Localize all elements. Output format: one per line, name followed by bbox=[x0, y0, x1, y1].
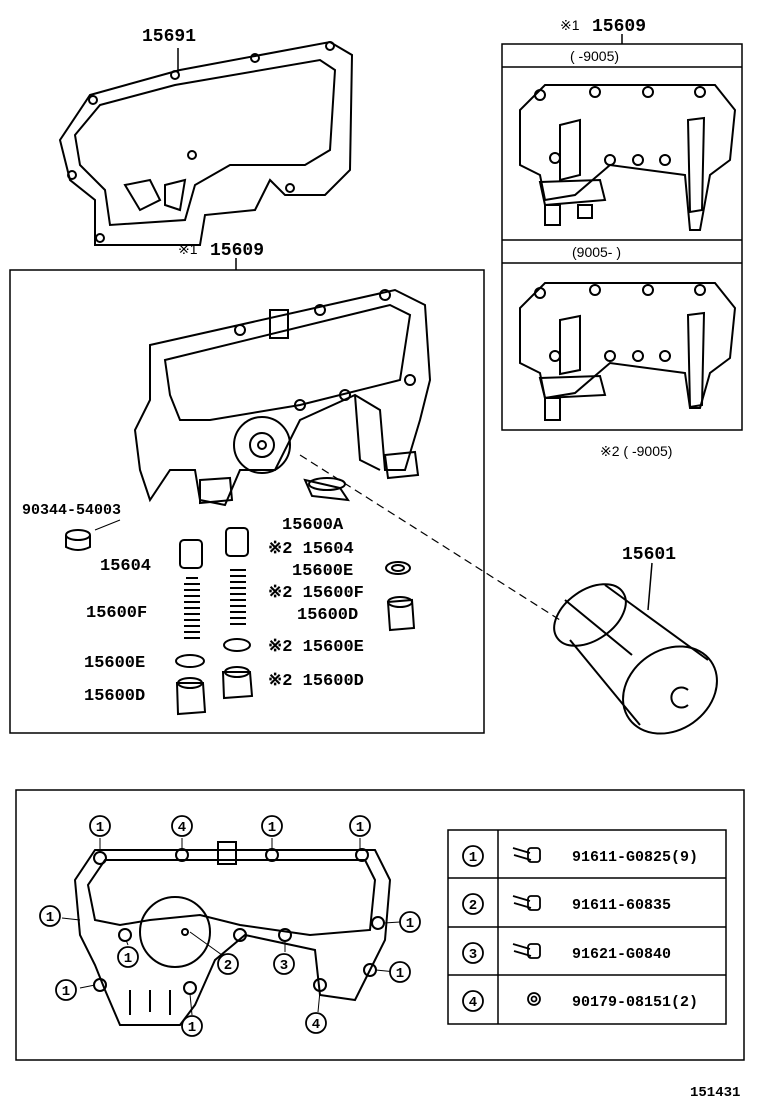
legend-part-4: 90179-08151(2) bbox=[572, 994, 698, 1011]
main-title-partno: 15609 bbox=[210, 241, 264, 261]
callout-3: 3 bbox=[280, 958, 288, 974]
plug-15600d-right bbox=[386, 596, 416, 632]
label-15691: 15691 bbox=[142, 27, 196, 47]
bolt-legend-table bbox=[447, 829, 727, 1025]
right-parts-stack bbox=[221, 527, 254, 700]
callout-2: 2 bbox=[224, 958, 232, 974]
label-15600d-top: 15600D bbox=[297, 606, 358, 625]
plug-90344-54003 bbox=[65, 529, 91, 551]
bolt-icon-3 bbox=[512, 943, 541, 959]
bolt-layout-frame bbox=[15, 789, 745, 1061]
callout-1e: 1 bbox=[406, 916, 414, 932]
legend-part-1: 91611-G0825(9) bbox=[572, 849, 698, 866]
callout-1b: 1 bbox=[268, 820, 276, 836]
nut-icon-4 bbox=[527, 992, 541, 1006]
variant-title-partno: 15609 bbox=[592, 17, 646, 37]
callout-1d: 1 bbox=[46, 910, 54, 926]
legend-part-3: 91621-G0840 bbox=[572, 946, 671, 963]
gasket-15691 bbox=[58, 40, 354, 246]
legend-key-2: 2 bbox=[469, 898, 477, 914]
figure-number: 151431 bbox=[690, 1085, 740, 1101]
label-90344-54003: 90344-54003 bbox=[22, 502, 121, 519]
label-15600d-left: 15600D bbox=[84, 687, 145, 706]
bolt-icon-2 bbox=[512, 895, 541, 911]
washer-15600e-right bbox=[385, 561, 411, 575]
callout-1a: 1 bbox=[96, 820, 104, 836]
oil-pump-body bbox=[133, 288, 432, 507]
main-box-frame bbox=[9, 269, 485, 734]
label-15600f-left: 15600F bbox=[86, 604, 147, 623]
legend-key-3: 3 bbox=[469, 947, 477, 963]
callout-1c: 1 bbox=[356, 820, 364, 836]
left-parts-stack bbox=[175, 539, 207, 716]
variant-note: ※2 ( -9005) bbox=[600, 443, 672, 459]
legend-part-2: 91611-60835 bbox=[572, 897, 671, 914]
label-15600f-right: ※2 15600F bbox=[268, 584, 364, 603]
variant-a-gasket bbox=[519, 84, 737, 231]
variant-b-label: (9005- ) bbox=[572, 244, 621, 260]
label-15604-right: ※2 15604 bbox=[268, 540, 354, 559]
label-15600e-top: 15600E bbox=[292, 562, 353, 581]
label-15600d-right: ※2 15600D bbox=[268, 672, 364, 691]
variant-b-gasket bbox=[519, 282, 737, 421]
label-15604-left: 15604 bbox=[100, 557, 151, 576]
legend-key-4: 4 bbox=[469, 995, 477, 1011]
main-title-mark: ※1 bbox=[178, 241, 198, 257]
callout-1g: 1 bbox=[396, 966, 404, 982]
variant-a-label: ( -9005) bbox=[570, 48, 619, 64]
label-15600e-left: 15600E bbox=[84, 654, 145, 673]
label-15601: 15601 bbox=[622, 545, 676, 565]
label-15600a: 15600A bbox=[282, 516, 344, 535]
callout-4b: 4 bbox=[312, 1017, 320, 1033]
callout-1i: 1 bbox=[188, 1020, 196, 1036]
oil-filter-15601 bbox=[553, 583, 718, 735]
variant-title-mark: ※1 bbox=[560, 17, 580, 33]
bolt-icon-1 bbox=[512, 847, 541, 863]
callout-4a: 4 bbox=[178, 820, 186, 836]
callout-1f: 1 bbox=[124, 951, 132, 967]
legend-key-1: 1 bbox=[469, 850, 477, 866]
label-15600e-right: ※2 15600E bbox=[268, 638, 364, 657]
callout-1h: 1 bbox=[62, 984, 70, 1000]
